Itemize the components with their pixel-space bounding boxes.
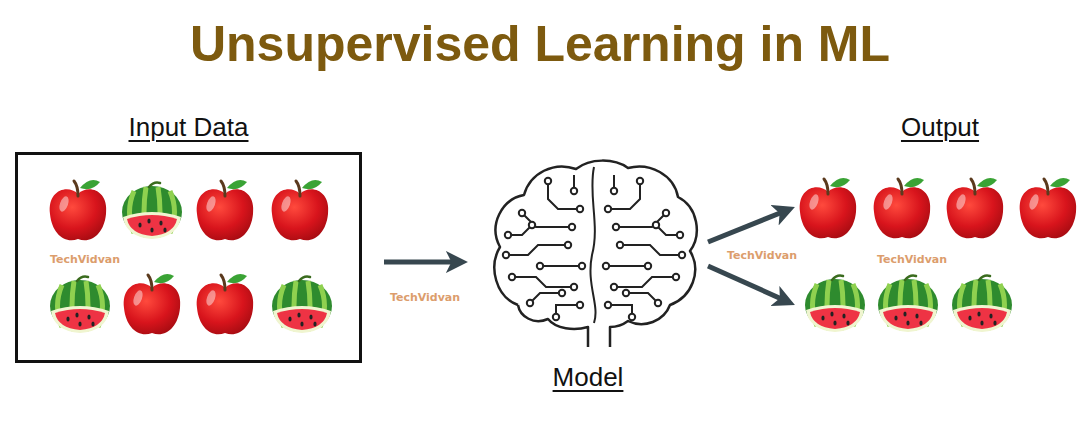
watermark: TechVidvan [727, 249, 797, 262]
watermark-box: TechVidvan [727, 245, 797, 263]
watermelon-icon [50, 277, 110, 334]
model-node: Model [468, 155, 708, 395]
apple-icon [124, 274, 181, 334]
output-group: Output [795, 112, 1075, 352]
flow-arrow [384, 260, 460, 265]
input-box: Input Data [15, 112, 362, 363]
watermelon-icon [122, 183, 182, 240]
diagram-title: Unsupervised Learning in ML [0, 0, 1080, 74]
watermark-box: TechVidvan [877, 249, 947, 267]
output-fruits [800, 178, 1077, 332]
node-heading: Input Data [15, 112, 362, 142]
watermelon-icon [878, 276, 938, 333]
circuit-brain [494, 161, 696, 347]
apple-icon [197, 180, 254, 240]
watermelon-icon [272, 277, 332, 334]
watermelon-icon [952, 276, 1012, 333]
flow-arrow [708, 266, 788, 302]
watermark: TechVidvan [50, 253, 120, 266]
apple-icon [800, 178, 857, 238]
watermark-box: TechVidvan [390, 287, 460, 305]
apple-icon [197, 274, 254, 334]
apple-icon [874, 178, 931, 238]
node-heading: Model [468, 362, 708, 392]
watermark: TechVidvan [877, 253, 947, 266]
watermark-box: TechVidvan [50, 249, 120, 267]
watermelon-icon [805, 276, 865, 333]
apple-icon [947, 178, 1004, 238]
apple-icon [272, 180, 329, 240]
apple-icon [50, 180, 107, 240]
node-heading: Output [805, 112, 1075, 142]
apple-icon [1020, 178, 1077, 238]
flow-arrow [708, 210, 788, 242]
input-fruits [50, 180, 332, 334]
watermark: TechVidvan [390, 291, 460, 304]
